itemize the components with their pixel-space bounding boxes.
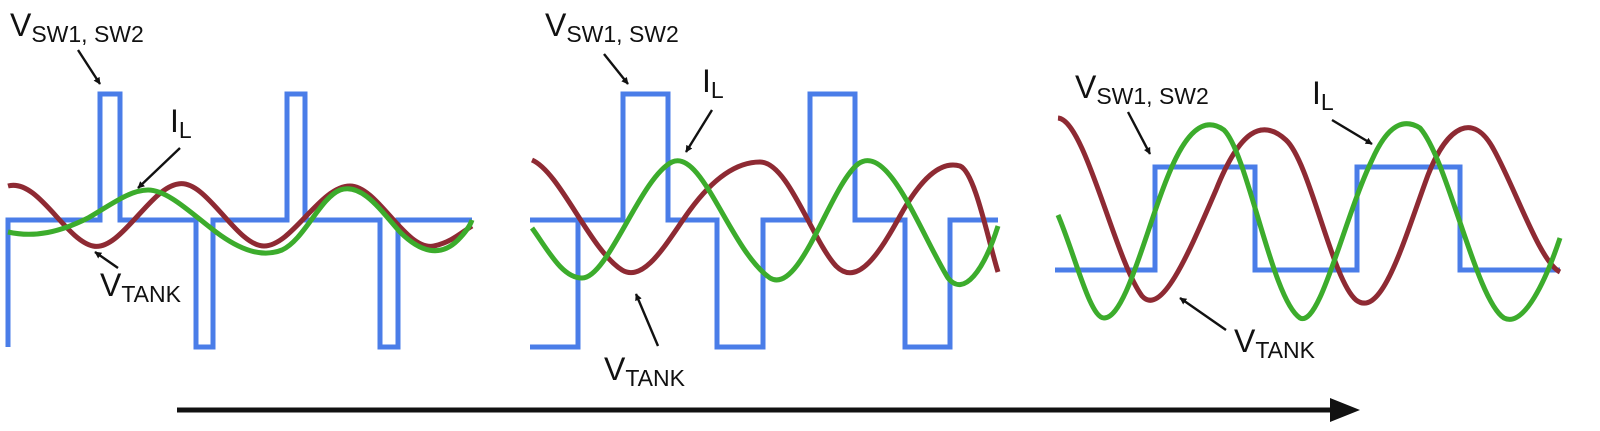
tank-voltage-label: VTANK xyxy=(100,267,182,307)
inductor-current-waveform xyxy=(1057,115,1562,306)
inductor-current-label-main: I xyxy=(702,63,711,99)
tank-voltage-label-subscript: TANK xyxy=(625,365,685,391)
progression-arrow xyxy=(177,398,1360,422)
switch-voltage-waveform xyxy=(530,91,998,350)
switch-voltage-label-main: V xyxy=(545,7,567,43)
tank-voltage-label-subscript: TANK xyxy=(1255,337,1315,363)
switch-voltage-pointer xyxy=(76,49,102,85)
switch-voltage-label-main: V xyxy=(10,7,32,43)
panel-full-duty: VSW1, SW2 IL VTANK xyxy=(1055,69,1563,363)
tank-voltage-pointer xyxy=(1179,297,1227,331)
tank-voltage-label-subscript: TANK xyxy=(121,281,181,307)
tank-voltage-pointer xyxy=(94,251,119,269)
inductor-current-label: IL xyxy=(1312,75,1334,115)
switch-voltage-pointer xyxy=(1126,111,1152,155)
inductor-current-pointer xyxy=(684,109,714,153)
tank-voltage-label-main: V xyxy=(1234,323,1256,359)
inductor-current-label-subscript: L xyxy=(711,77,724,103)
switch-voltage-waveform xyxy=(5,91,472,350)
inductor-current-pointer xyxy=(137,147,181,189)
switch-voltage-label: VSW1, SW2 xyxy=(545,7,679,47)
tank-voltage-waveform xyxy=(529,158,1001,287)
tank-voltage-label: VTANK xyxy=(604,351,686,391)
progression-arrow-head xyxy=(1330,398,1360,422)
inductor-current-pointer xyxy=(1331,118,1373,146)
switch-voltage-label-subscript: SW1, SW2 xyxy=(31,21,143,47)
panel-low-duty: VSW1, SW2 IL VTANK xyxy=(5,7,475,350)
switch-voltage-pointer xyxy=(603,53,629,85)
inductor-current-label-subscript: L xyxy=(1321,89,1334,115)
inductor-current-label-subscript: L xyxy=(179,117,192,143)
tank-voltage-label-main: V xyxy=(100,267,122,303)
switch-voltage-label-subscript: SW1, SW2 xyxy=(1096,83,1208,109)
inductor-current-label: IL xyxy=(170,103,192,143)
switch-voltage-label: VSW1, SW2 xyxy=(10,7,144,47)
tank-voltage-pointer xyxy=(634,293,660,347)
inductor-current-waveform xyxy=(7,181,474,249)
tank-voltage-label: VTANK xyxy=(1234,323,1316,363)
switch-voltage-label: VSW1, SW2 xyxy=(1075,69,1209,109)
panel-medium-duty: VSW1, SW2 IL VTANK xyxy=(529,7,1001,391)
switch-voltage-label-main: V xyxy=(1075,69,1097,105)
tank-voltage-label-main: V xyxy=(604,351,626,387)
switch-voltage-label-subscript: SW1, SW2 xyxy=(566,21,678,47)
tank-voltage-waveform xyxy=(1055,121,1563,322)
inductor-current-label-main: I xyxy=(1312,75,1321,111)
inductor-current-waveform xyxy=(530,157,1001,276)
tank-voltage-waveform xyxy=(7,186,475,256)
inductor-current-label-main: I xyxy=(170,103,179,139)
inductor-current-label: IL xyxy=(702,63,724,103)
